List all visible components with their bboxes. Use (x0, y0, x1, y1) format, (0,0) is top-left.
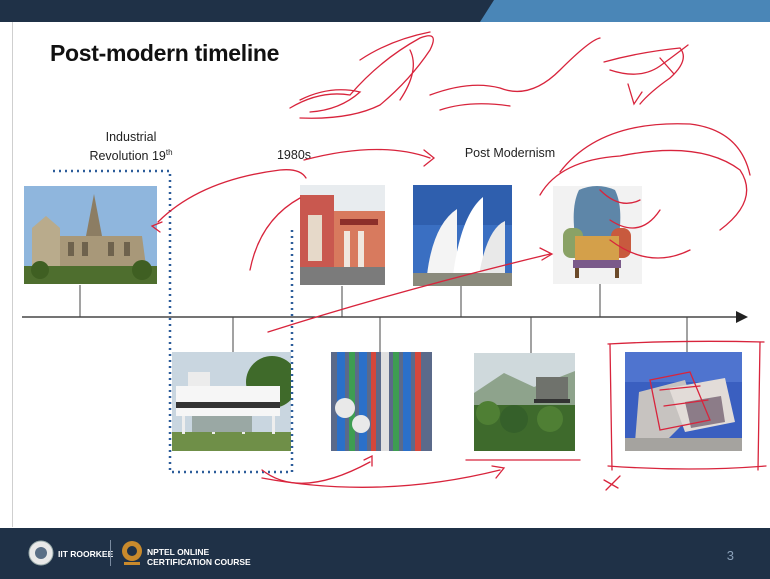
nptel-logo-icon (122, 541, 142, 565)
cathedral-photo (24, 186, 157, 284)
page-number: 3 (726, 548, 734, 563)
church-sails-photo (413, 185, 512, 286)
label-industrial-line1: Industrial (105, 130, 157, 144)
label-1980s: 1980s (276, 148, 312, 162)
footer-course-line1: NPTEL ONLINE (147, 547, 210, 557)
header-accent (480, 0, 770, 22)
slide-left-border (12, 22, 13, 527)
label-industrial-line2: Revolution 19 (89, 149, 166, 164)
iit-roorkee-logo-icon (28, 540, 54, 566)
timeline-arrowhead (736, 311, 748, 323)
footer-nav-controls[interactable] (4, 565, 64, 573)
footer-divider (110, 540, 111, 566)
label-industrial-sup: th (165, 148, 173, 157)
pompidou-centre-photo (331, 352, 432, 451)
footer-institute: IIT ROORKEE (58, 549, 114, 559)
header-bar (0, 0, 770, 22)
postmodern-building-photo (300, 185, 385, 285)
deconstructivist-building-photo (625, 352, 742, 451)
slide-title: Post-modern timeline (50, 40, 280, 66)
label-industrial-revolution: Industrial Revolution 19th (88, 129, 174, 164)
footer-course-line2: CERTIFICATION COURSE (147, 557, 251, 567)
label-post-modernism: Post Modernism (464, 146, 556, 160)
footer-bar: IIT ROORKEE NPTEL ONLINE CERTIFICATION C… (0, 528, 770, 579)
villa-savoye-photo (172, 352, 291, 451)
forest-building-photo (474, 353, 575, 451)
proust-armchair-photo (553, 186, 642, 284)
timeline-ticks (79, 284, 688, 353)
